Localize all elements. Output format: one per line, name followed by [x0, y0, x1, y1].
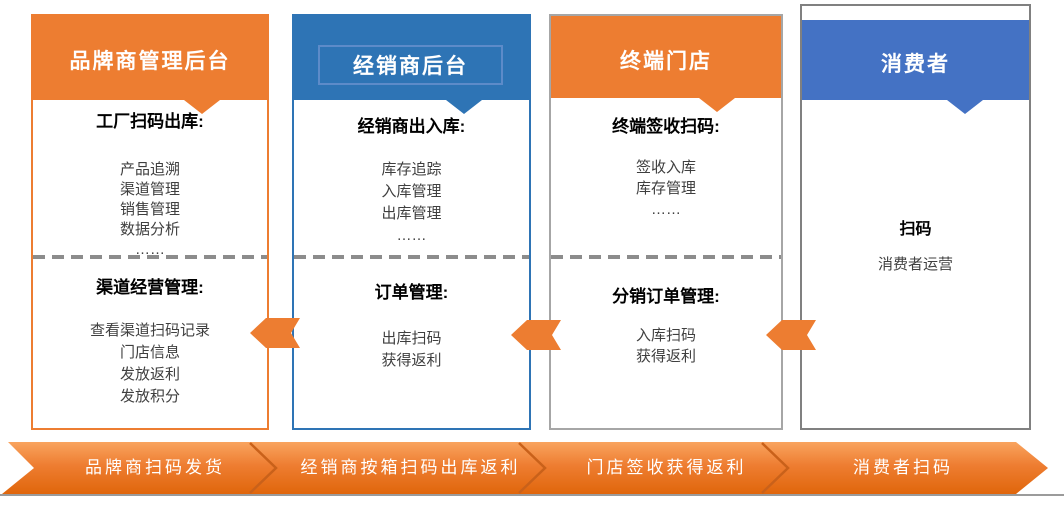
section-title: 订单管理:: [374, 283, 449, 302]
section-title: 渠道经营管理:: [96, 278, 204, 297]
list-item: 入库扫码: [635, 327, 696, 344]
list-item: 发放返利: [119, 366, 180, 383]
list-item: 库存追踪: [381, 161, 442, 178]
list-item: 出库管理: [381, 205, 442, 222]
section-items: 库存追踪 入库管理 出库管理 ……: [294, 159, 529, 247]
header-notch: [446, 100, 483, 114]
process-arrow-banner: 品牌商扫码发货 经销商按箱扫码出库返利 门店签收获得返利 消费者扫码: [0, 442, 1052, 494]
list-item: 库存管理: [635, 180, 696, 197]
list-item: 查看渠道扫码记录: [89, 322, 210, 339]
list-item: 发放积分: [119, 388, 180, 405]
column-header-brand: 品牌商管理后台: [31, 14, 269, 114]
header-notch: [947, 100, 984, 114]
column-header-store: 终端门店: [551, 16, 781, 112]
list-item: 渠道管理: [119, 181, 180, 198]
header-inner-frame: 经销商后台: [318, 45, 503, 85]
list-item: 消费者运营: [877, 256, 953, 273]
section-items: 消费者运营: [802, 254, 1029, 276]
banner-arrow-shape-icon: [2, 442, 1048, 494]
banner-segment-label: 品牌商扫码发货: [85, 458, 225, 477]
section-items: 入库扫码 获得返利: [551, 325, 781, 367]
bottom-divider-line: [0, 494, 1064, 496]
column-header-label: 经销商后台: [353, 55, 468, 78]
list-item: 获得返利: [381, 352, 442, 369]
column-header-distributor: 经销商后台: [292, 14, 531, 114]
section-title: 分销订单管理:: [612, 287, 720, 306]
banner-segment-label: 经销商按箱扫码出库返利: [300, 458, 521, 477]
dashed-divider: [294, 255, 529, 259]
section-items: 产品追溯 渠道管理 销售管理 数据分析 ……: [33, 160, 267, 260]
list-item: 数据分析: [119, 221, 180, 238]
section-items: 查看渠道扫码记录 门店信息 发放返利 发放积分: [33, 320, 267, 408]
list-item: ……: [651, 201, 681, 218]
column-header-consumer: 消费者: [802, 20, 1029, 114]
header-notch: [184, 100, 221, 114]
dashed-divider: [33, 255, 267, 259]
list-item: 产品追溯: [119, 161, 180, 178]
column-header-label: 品牌商管理后台: [69, 50, 231, 73]
section-items: 出库扫码 获得返利: [294, 328, 529, 372]
list-item: 销售管理: [119, 201, 180, 218]
list-item: 获得返利: [635, 348, 696, 365]
list-item: ……: [396, 227, 427, 244]
column-header-label: 终端门店: [620, 50, 712, 73]
header-notch: [698, 98, 735, 112]
section-title: 工厂扫码出库:: [96, 112, 204, 131]
list-item: 出库扫码: [381, 330, 442, 347]
column-header-label: 消费者: [881, 53, 950, 76]
section-items: 签收入库 库存管理 ……: [551, 157, 781, 220]
section-title: 扫码: [899, 221, 932, 238]
dashed-divider: [551, 255, 781, 259]
section-title: 经销商出入库:: [357, 117, 466, 136]
list-item: ……: [135, 241, 165, 258]
section-title: 终端签收扫码:: [612, 117, 720, 136]
list-item: 入库管理: [381, 183, 442, 200]
list-item: 门店信息: [119, 344, 180, 361]
list-item: 签收入库: [635, 159, 696, 176]
banner-segment-label: 消费者扫码: [853, 458, 953, 477]
banner-segment-label: 门店签收获得返利: [586, 458, 747, 477]
